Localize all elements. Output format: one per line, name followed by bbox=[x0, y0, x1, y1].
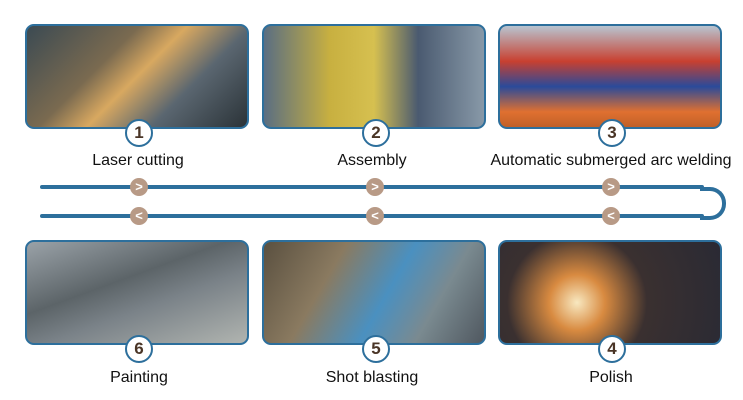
step-number-4: 4 bbox=[598, 335, 626, 363]
arrow-left-icon: < bbox=[130, 207, 148, 225]
painting-photo bbox=[25, 240, 249, 345]
step-number-6: 6 bbox=[125, 335, 153, 363]
step-label-2: Assembly bbox=[337, 152, 407, 169]
arrow-right-icon: > bbox=[130, 178, 148, 196]
arrow-left-icon: < bbox=[366, 207, 384, 225]
assembly-photo bbox=[262, 24, 486, 129]
step-label-6: Painting bbox=[110, 369, 168, 386]
laser-cutting-photo bbox=[25, 24, 249, 129]
step-label-3: Automatic submerged arc welding bbox=[490, 152, 732, 169]
welding-photo bbox=[498, 24, 722, 129]
polish-photo bbox=[498, 240, 722, 345]
shot-blasting-photo bbox=[262, 240, 486, 345]
step-label-4: Polish bbox=[589, 369, 633, 386]
step-number-5: 5 bbox=[362, 335, 390, 363]
step-number-1: 1 bbox=[125, 119, 153, 147]
arrow-right-icon: > bbox=[366, 178, 384, 196]
step-number-3: 3 bbox=[598, 119, 626, 147]
step-label-1: Laser cutting bbox=[92, 152, 184, 169]
step-label-5: Shot blasting bbox=[325, 369, 419, 386]
flow-line-turn bbox=[700, 187, 726, 220]
arrow-right-icon: > bbox=[602, 178, 620, 196]
arrow-left-icon: < bbox=[602, 207, 620, 225]
step-number-2: 2 bbox=[362, 119, 390, 147]
